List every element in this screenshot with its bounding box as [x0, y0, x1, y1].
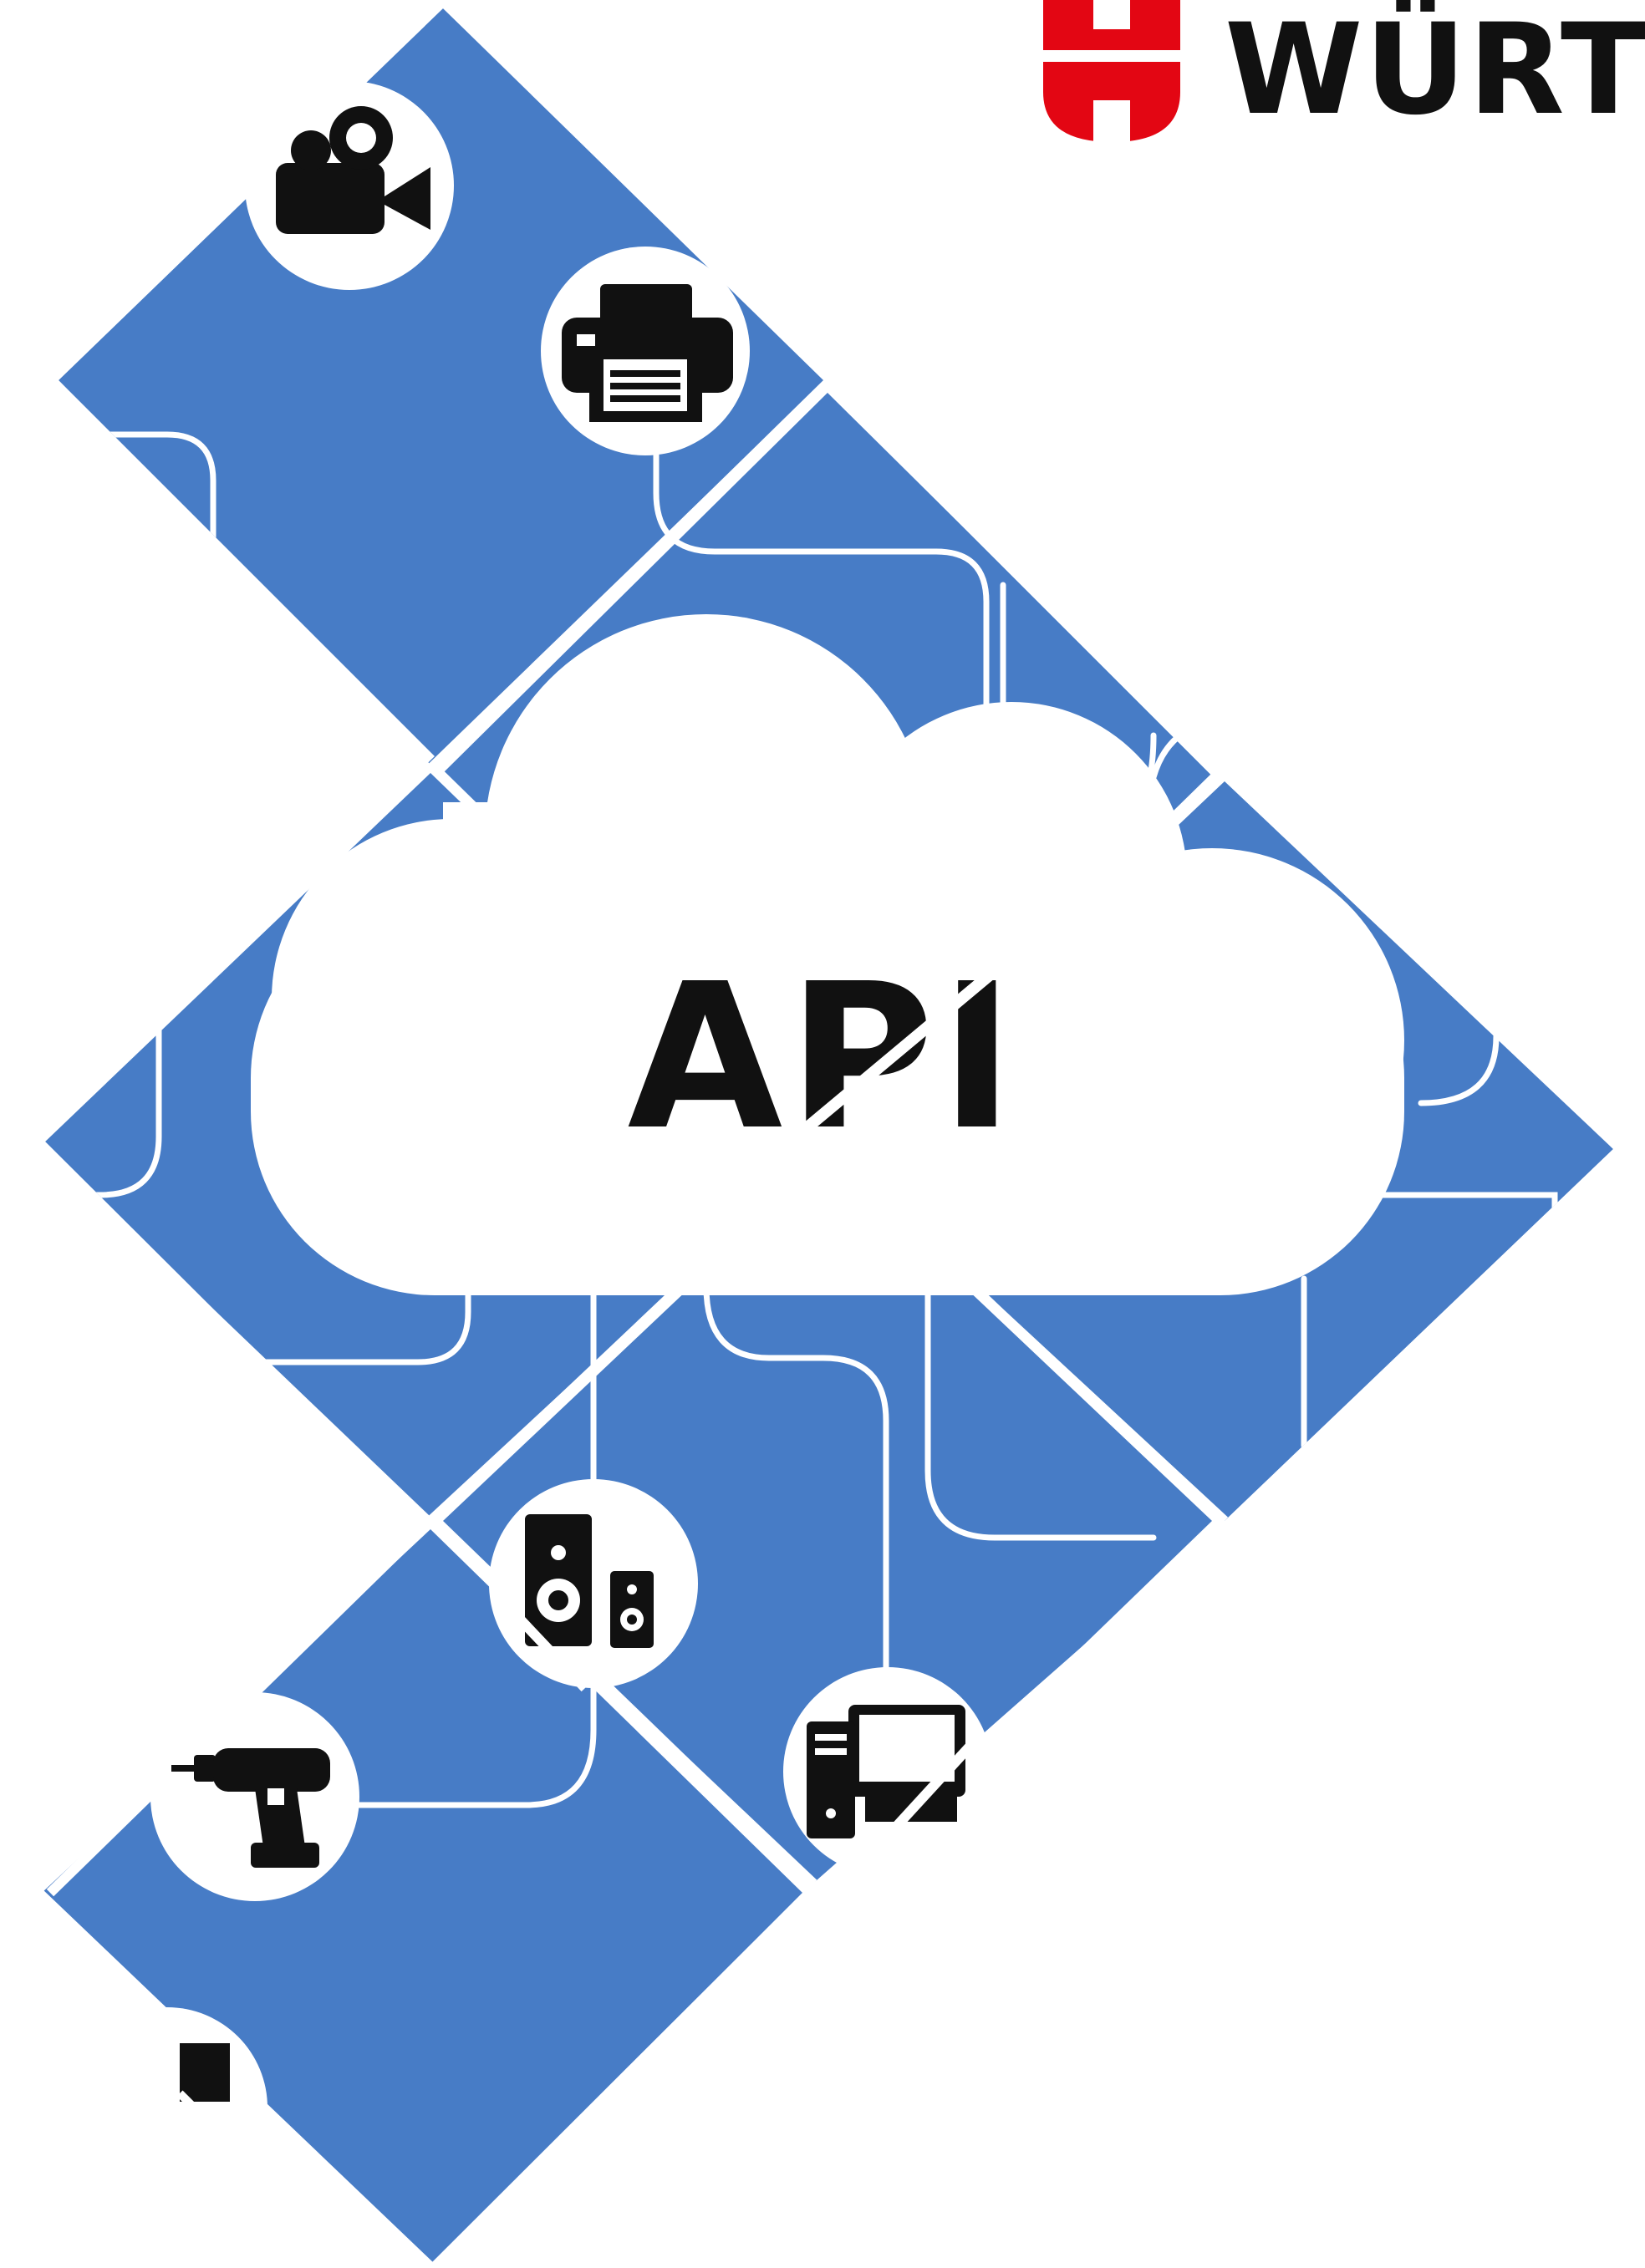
- speakers-icon: [489, 1479, 698, 1692]
- printer-icon: [541, 247, 750, 455]
- desktop-computer-icon: [783, 1667, 992, 1876]
- api-label: API: [628, 940, 1020, 1174]
- wurth-logo: WÜRT: [1043, 0, 1645, 143]
- partial-device-icon: [67, 2007, 267, 2208]
- tile: [443, 1157, 1212, 1893]
- logo-wordmark: WÜRT: [1225, 0, 1645, 143]
- api-slash: [702, 910, 1066, 1217]
- logo-shield-icon: [1043, 0, 1180, 142]
- cordless-drill-icon: [150, 1692, 359, 1901]
- tile: [42, 1529, 802, 2264]
- video-camera-icon: [245, 81, 454, 290]
- cloud-shape: [251, 614, 1404, 1295]
